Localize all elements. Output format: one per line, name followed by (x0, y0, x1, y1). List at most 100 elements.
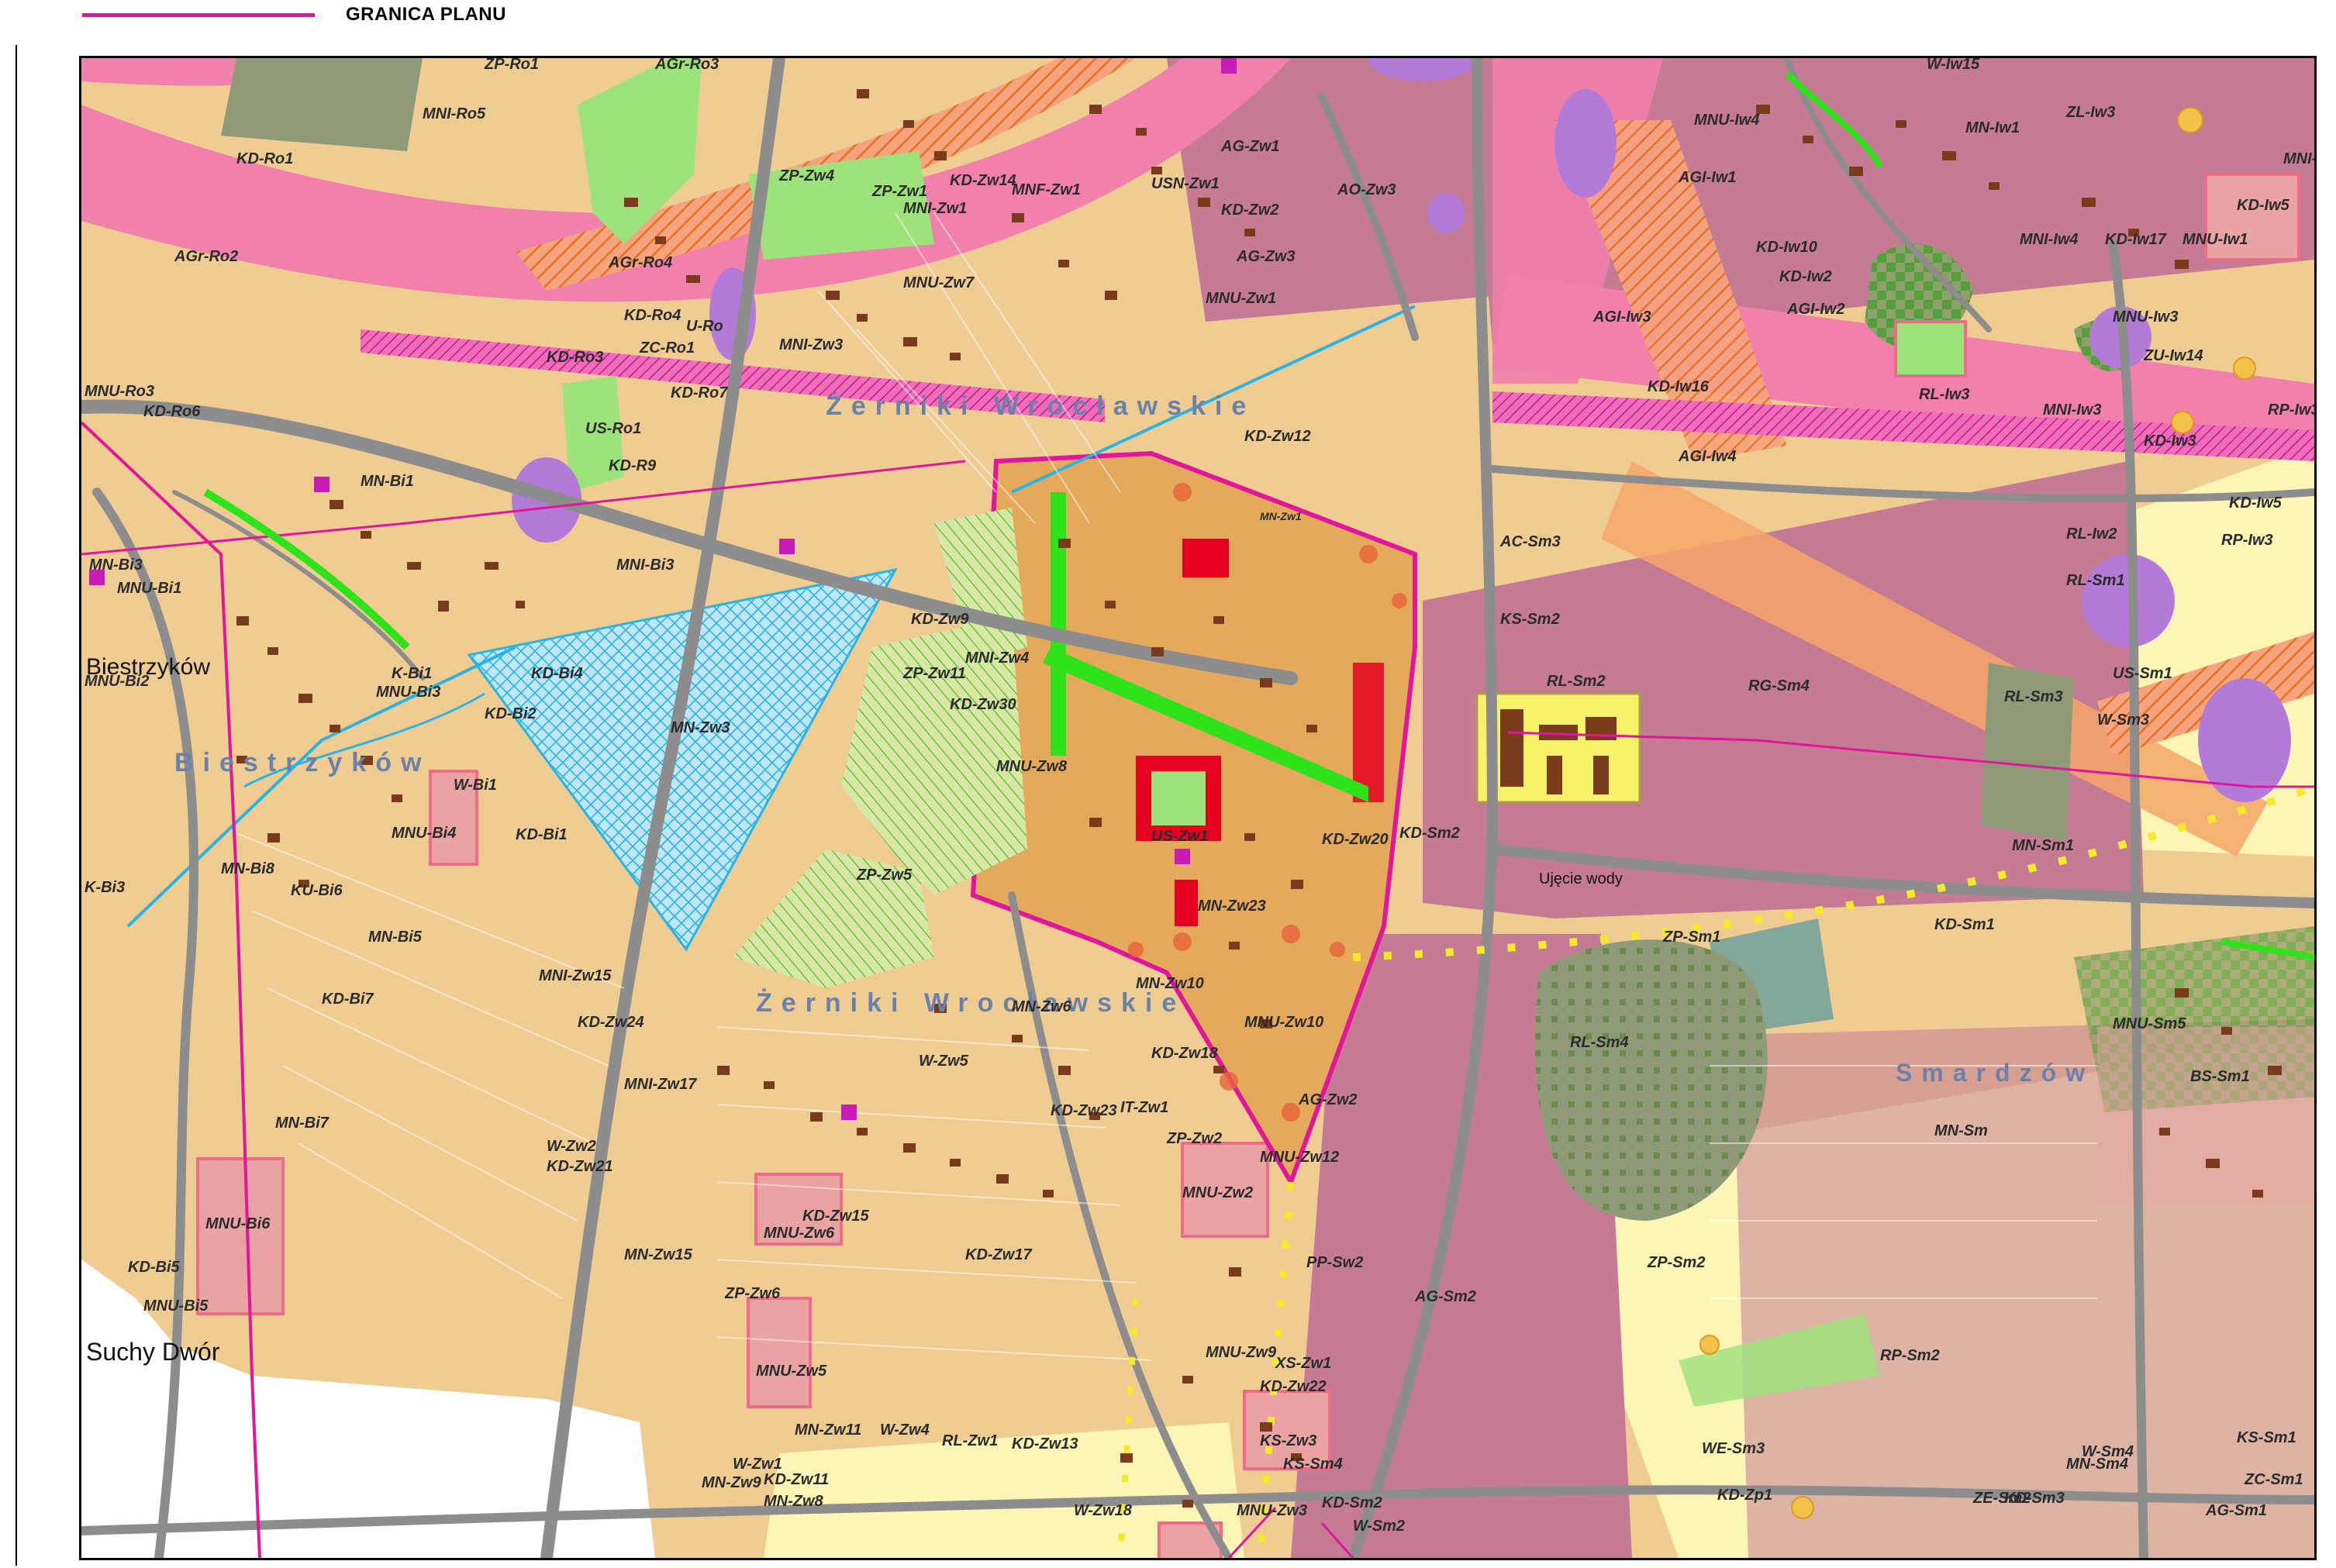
label-kd-iw3: KD-Iw3 (2144, 432, 2196, 450)
label-mnu-zw10: MNU-Zw10 (1244, 1014, 1323, 1031)
label-ks-sm2: KS-Sm2 (1500, 611, 1560, 628)
service-zone-bi1 (429, 770, 478, 866)
label-kd-zw12: KD-Zw12 (1244, 428, 1311, 445)
label-k-bi1: K-Bi1 (392, 665, 432, 682)
label-mn-zw9: MN-Zw9 (702, 1474, 762, 1491)
label-mn-sm1: MN-Sm1 (2012, 837, 2074, 854)
label-mnu-zw7: MNU-Zw7 (903, 274, 975, 291)
noise-buffer-hatched-east (2097, 632, 2314, 756)
label-kd-r9: KD-R9 (609, 457, 657, 474)
greenway-north (1785, 71, 1883, 168)
utility-zone-ellipse-6 (2198, 678, 2291, 802)
label-kd-zw14: KD-Zw14 (950, 172, 1016, 189)
label-kd-bi1: KD-Bi1 (516, 826, 568, 843)
label-zp-zw2: ZP-Zw2 (1166, 1130, 1222, 1147)
label-ku-bi6: KU-Bi6 (291, 882, 343, 899)
label-kd-zw18: KD-Zw18 (1151, 1045, 1218, 1062)
label-mnu-zw8: MNU-Zw8 (996, 758, 1068, 775)
label-kd-bi5: KD-Bi5 (128, 1259, 181, 1276)
label-mni-bi3: MNI-Bi3 (616, 557, 674, 574)
label-kd-sm2: KD-Sm2 (1322, 1494, 1382, 1511)
label-mn-zw8: MN-Zw8 (764, 1493, 824, 1510)
label-mnu-bi2: MNU-Bi2 (85, 673, 149, 690)
label-mnu-ro3: MNU-Ro3 (85, 383, 154, 400)
place-name-smardzow: Smardzów (1896, 1059, 2094, 1087)
label-mnf-zw: MNF-Zw1 (1012, 181, 1081, 198)
label-mn-sm: MN-Sm (1934, 1122, 1988, 1139)
label-w-zw5: W-Zw5 (919, 1053, 969, 1070)
label-ag-zw1: AG-Zw1 (1220, 138, 1280, 155)
label-mnu-zw6: MNU-Zw6 (764, 1225, 835, 1242)
label-mnu-zw1: MNU-Zw1 (1206, 290, 1276, 307)
label-mn-zw6: MN-Zw6 (1012, 998, 1072, 1015)
zoning-map[interactable]: Biestrzyków Biestrzyków Żerniki Wrocławs… (79, 56, 2317, 1560)
label-usn-zw: USN-Zw1 (1151, 175, 1220, 192)
label-mnu-bi3: MNU-Bi3 (376, 684, 440, 701)
label-rl-sm4: RL-Sm4 (1570, 1034, 1629, 1051)
label-agi-iw2: AGI-Iw2 (1786, 301, 1844, 318)
label-zp-zw11: ZP-Zw11 (902, 665, 966, 682)
label-kd-zw9: KD-Zw9 (911, 611, 969, 628)
label-agr-ro2: AGr-Ro2 (174, 248, 238, 265)
label-mnu-bi1: MNU-Bi1 (117, 580, 181, 597)
label-rl-sm3: RL-Sm3 (2004, 688, 2063, 705)
label-ks-sm4: KS-Sm4 (1283, 1456, 1343, 1473)
power-line-corridor-east (1492, 391, 2314, 461)
label-mni-zw4: MNI-Zw4 (965, 650, 1029, 667)
label-mnu-zw2: MNU-Zw2 (1182, 1184, 1253, 1201)
label-mn-zw23: MN-Zw23 (1198, 898, 1266, 915)
service-zone-bi6 (196, 1157, 285, 1315)
label-k-bi3: K-Bi3 (85, 879, 125, 896)
greenway-west (203, 488, 410, 650)
plan-boundary-outline[interactable] (970, 450, 1417, 1187)
label-mn-zw3: MN-Zw3 (671, 719, 730, 736)
label-agr-ro4: AGr-Ro4 (608, 254, 672, 271)
label-agi-iw4b: MNI-Iw3 (2043, 401, 2102, 419)
pipeline-buffer-east (1601, 461, 2268, 856)
label-kd-zw30: KD-Zw30 (950, 696, 1016, 713)
road-network (81, 58, 2314, 1558)
label-mn-sm4: MN-Sm4 (2066, 1456, 2128, 1473)
place-name-ujecie-wody: Ujęcie wody (1539, 870, 1623, 887)
plan-zone-park (1151, 771, 1206, 825)
label-mn-bi1: MN-Bi1 (361, 473, 414, 490)
gas-pipeline-south (1256, 1181, 1295, 1558)
label-agi-iw1: AGI-Iw1 (1678, 169, 1736, 186)
label-kd-bi4: KD-Bi4 (531, 665, 583, 682)
zoning-map-svg[interactable]: Biestrzyków Biestrzyków Żerniki Wrocławs… (81, 58, 2314, 1558)
green-zone-zp-zw (748, 151, 934, 260)
label-kd-iw5: KD-Iw5 (2237, 197, 2290, 214)
utility-zone-ellipse-5 (2082, 554, 2175, 647)
green-zone-us-ro (562, 376, 624, 492)
label-ag-sm1: AG-Sm1 (2205, 1502, 2267, 1519)
label-w-zw1: W-Zw1 (733, 1456, 782, 1473)
motorway-corridor-west (81, 58, 1291, 302)
label-zp-sm2: ZP-Sm2 (1647, 1254, 1705, 1271)
green-zone-hatched-west (841, 616, 1027, 895)
buildings (236, 89, 2282, 1508)
label-it-zw: IT-Zw1 (1120, 1099, 1168, 1116)
service-zone-zw9 (1243, 1390, 1331, 1470)
plan-zone-red-3 (1175, 880, 1198, 926)
label-mn-zw11: MN-Zw11 (795, 1422, 861, 1439)
label-w-sm2: W-Sm2 (1353, 1518, 1405, 1535)
label-w-zw2: W-Zw2 (547, 1138, 596, 1155)
label-mnu-sm5: MNU-Sm5 (2113, 1015, 2186, 1032)
label-ag-sm2: AG-Sm2 (1414, 1288, 1476, 1305)
service-zone-zw5 (747, 1297, 812, 1408)
label-kd-ro4: KD-Ro4 (624, 307, 681, 324)
label-kd-iw10: KD-Iw10 (1756, 239, 1817, 256)
label-mni-zw15: MNI-Zw15 (539, 967, 612, 984)
forest-zone-strip (1981, 663, 2074, 841)
label-ac-sm3: AC-Sm3 (1499, 533, 1561, 550)
label-w-zw18: W-Zw18 (1074, 1502, 1133, 1519)
label-kd-zw11: KD-Zw11 (764, 1471, 829, 1488)
label-kd-zw17: KD-Zw17 (965, 1246, 1032, 1263)
industrial-zone-southeast (1733, 1019, 2314, 1558)
label-rp-iw3: RP-Iw3 (2268, 401, 2314, 419)
water-pipeline-north (1011, 305, 1416, 494)
label-ze-sm2: ZE-Sm2 (1972, 1490, 2031, 1507)
place-name-suchy-dwor: Suchy Dwór (86, 1338, 220, 1366)
label-mnu-zw3: MNU-Zw3 (1237, 1502, 1307, 1519)
greenway-east (2220, 939, 2314, 960)
